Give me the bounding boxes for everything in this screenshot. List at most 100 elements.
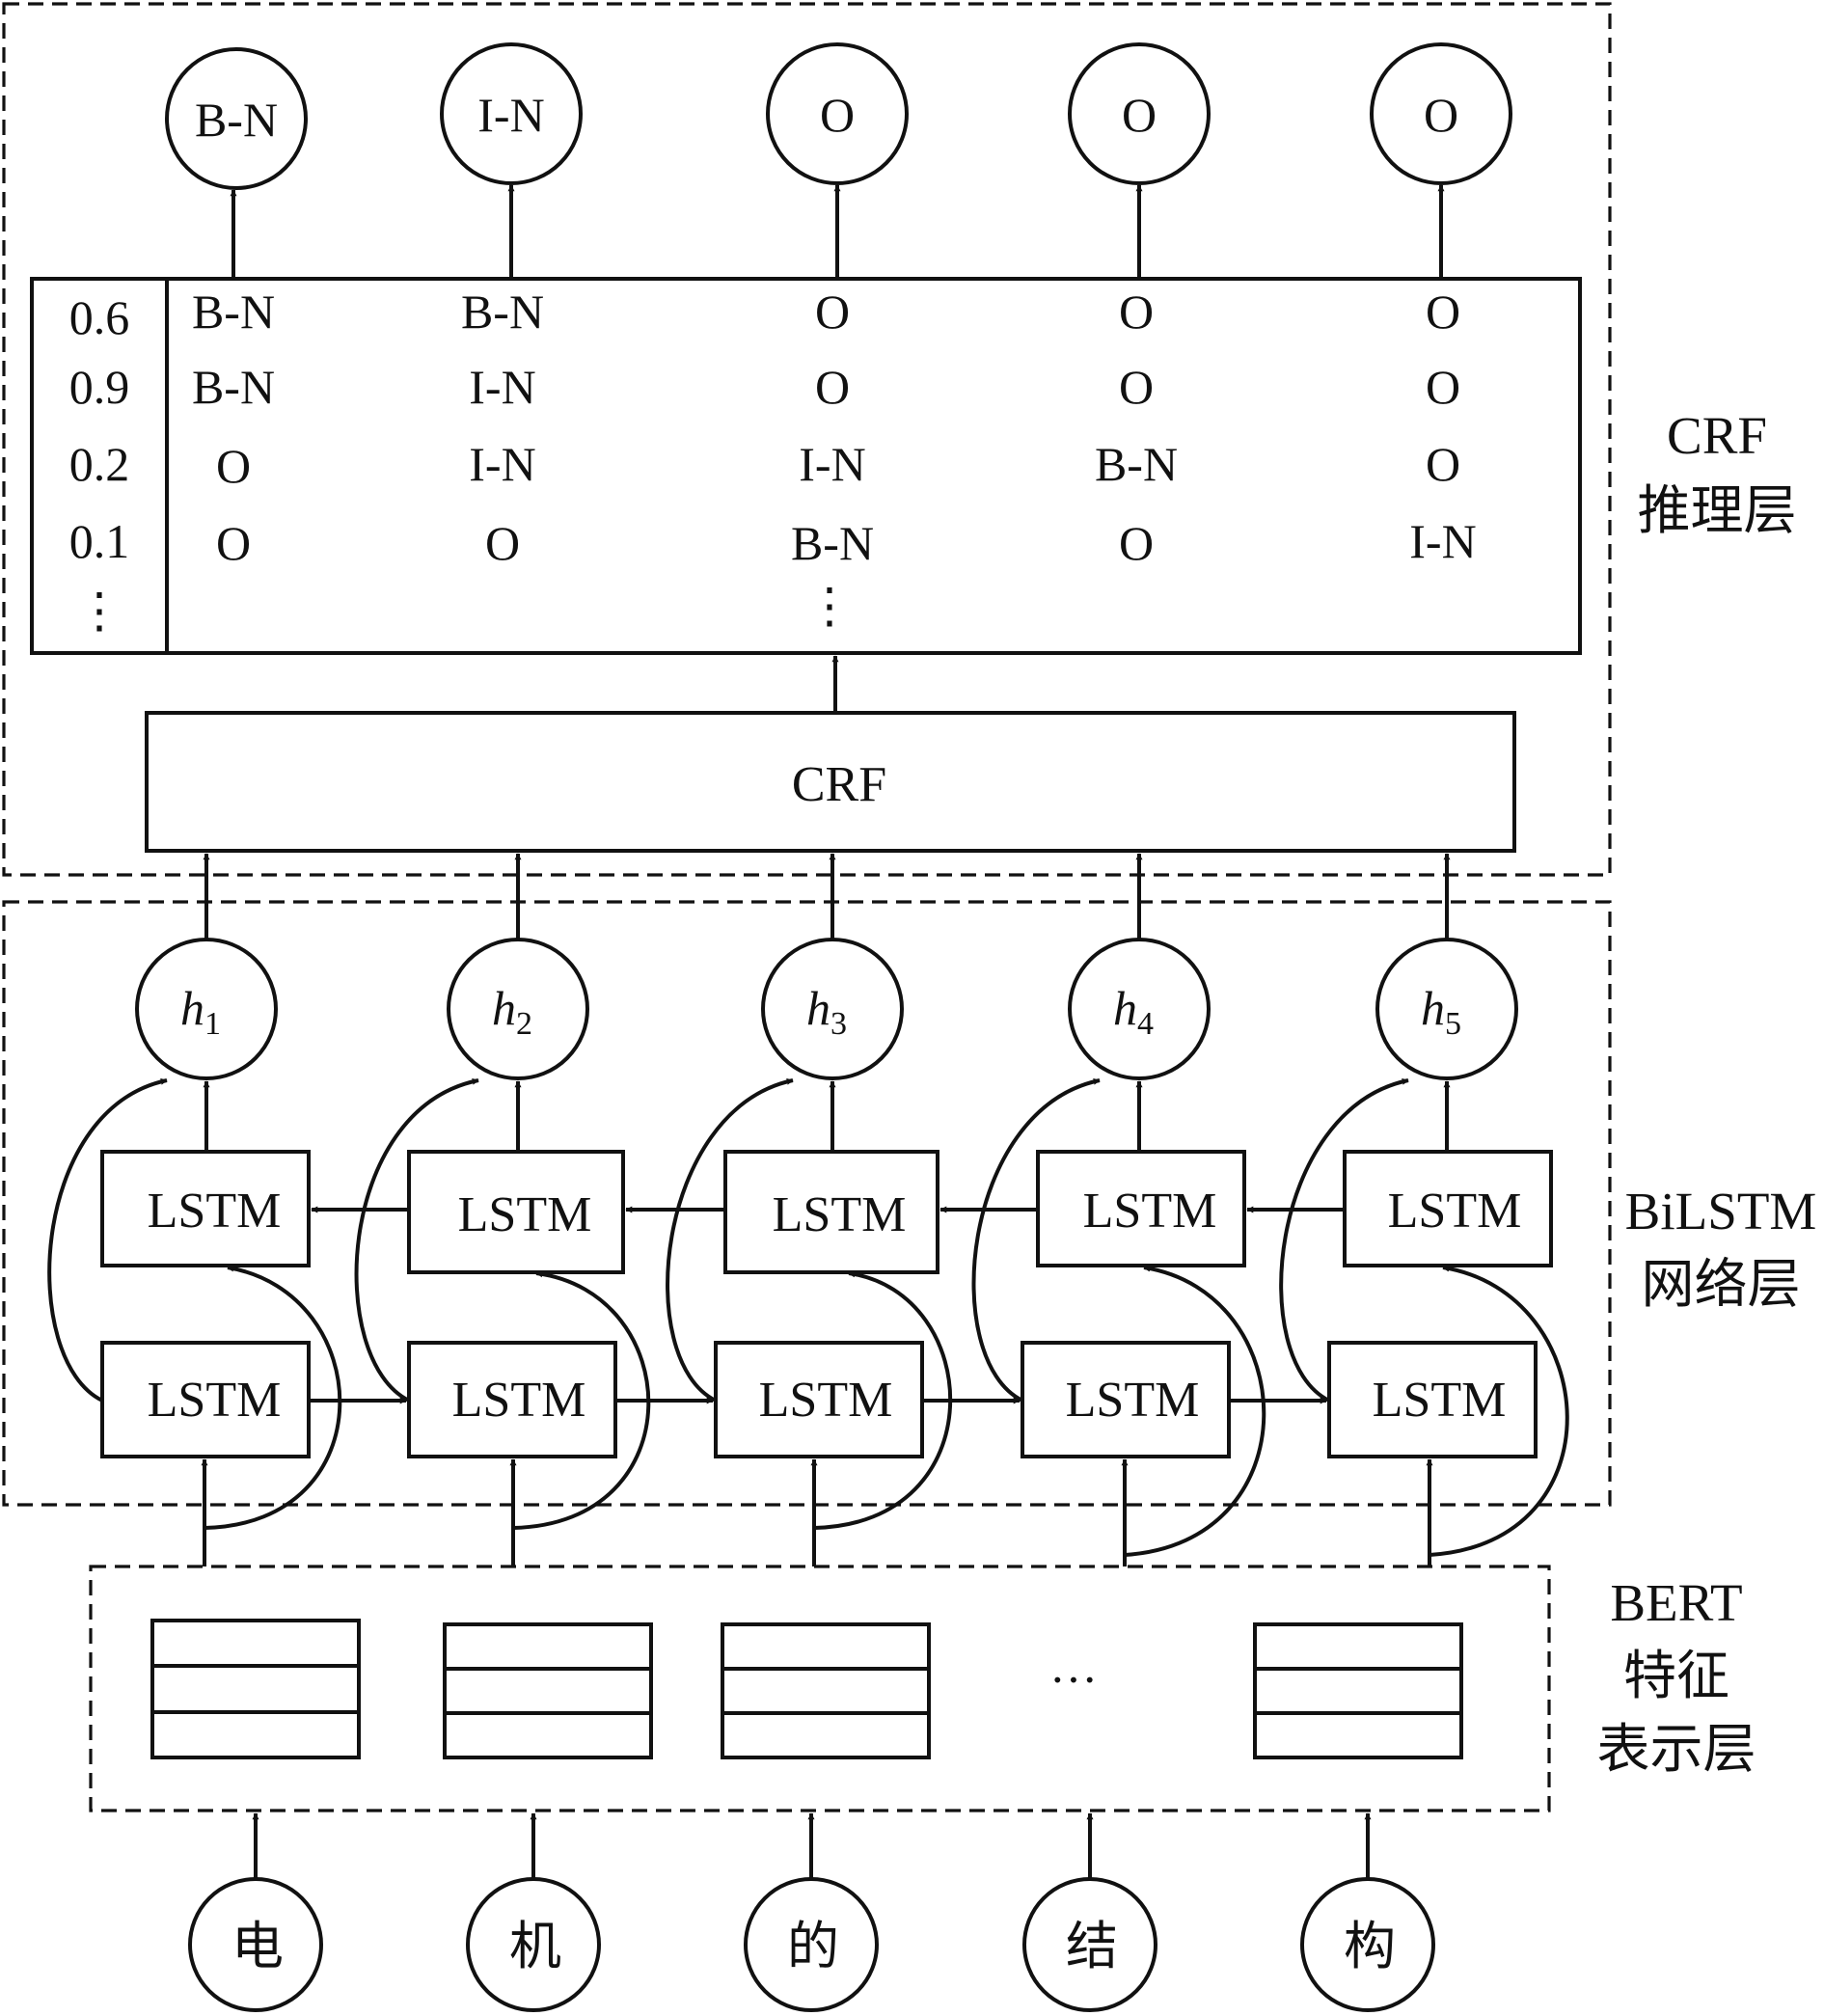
output-tag-node: [440, 42, 583, 185]
bert-vector: [443, 1622, 653, 1759]
input-to-backward-curve: [1124, 1265, 1266, 1557]
path-ellipsis: ⋮: [805, 579, 854, 633]
table-tag: B-N: [1095, 437, 1178, 491]
input-token-nodes: 电 机 的 结 构: [188, 1877, 1435, 2012]
lstm-cell-label: LSTM: [759, 1373, 893, 1428]
table-tag: O: [1119, 516, 1154, 570]
forward-to-hidden-curve: [354, 1077, 479, 1403]
hidden-state-node: [135, 938, 278, 1080]
hidden-state-nodes: h1 h2 h3 h4 h5: [135, 938, 1518, 1080]
lstm-cell-label: LSTM: [1388, 1184, 1522, 1239]
table-tag: O: [815, 285, 850, 339]
bilstm-layer-label: BiLSTM 网络层: [1625, 1182, 1817, 1314]
table-tag: O: [216, 439, 251, 493]
bert-vector: [721, 1622, 931, 1759]
backward-to-hidden-arrows: [203, 1080, 1451, 1152]
input-to-backward-curve: [512, 1270, 651, 1530]
crf-layer-region: [2, 2, 1612, 877]
crf-layer-label-line2: 推理层: [1637, 481, 1796, 540]
table-tag: I-N: [799, 437, 865, 491]
lstm-cell-label: LSTM: [1083, 1184, 1217, 1239]
bert-layer-label: BERT 特征 表示层: [1596, 1573, 1756, 1779]
lstm-cell-label: LSTM: [1066, 1373, 1200, 1428]
input-to-backward-curves: [204, 1265, 1569, 1557]
table-tag: O: [1426, 285, 1460, 339]
bert-vector: [150, 1619, 361, 1759]
table-tag: O: [1426, 437, 1460, 491]
hidden-state-node: [1068, 938, 1211, 1080]
crf-box: [145, 711, 1516, 853]
table-tag: O: [1119, 285, 1154, 339]
crf-layer-label: CRF 推理层: [1637, 406, 1796, 540]
hidden-state-label: h3: [806, 981, 847, 1042]
crf-table-frame: [30, 277, 1582, 655]
hidden-state-node: [761, 938, 904, 1080]
hidden-state-label: h4: [1113, 981, 1154, 1042]
input-token-label: 的: [787, 1916, 839, 1976]
forward-lstm-row: LSTM LSTM LSTM LSTM LSTM: [100, 1341, 1538, 1458]
bert-layer-region: [89, 1565, 1551, 1812]
input-to-backward-curve: [204, 1265, 342, 1530]
output-tag-label: B-N: [195, 93, 278, 147]
input-to-backward-curve: [813, 1270, 952, 1530]
output-arrows: [230, 184, 1445, 277]
table-tag: O: [216, 516, 251, 570]
forward-to-hidden-curve: [47, 1077, 168, 1403]
input-token-label: 电: [231, 1916, 284, 1976]
lstm-cell-label: LSTM: [773, 1187, 907, 1242]
output-tag-label: I-N: [477, 88, 544, 142]
output-tag-label: O: [1424, 88, 1458, 142]
input-feed-lines: [201, 1458, 1433, 1566]
lstm-cell-label: LSTM: [1373, 1373, 1507, 1428]
output-tag-node: [165, 47, 308, 190]
lstm-cell-label: LSTM: [148, 1373, 282, 1428]
lstm-cell-label: LSTM: [452, 1373, 586, 1428]
path-score: 0.2: [69, 437, 130, 491]
input-token-node: [744, 1877, 879, 2012]
bert-layer-label-line1: BERT: [1610, 1573, 1742, 1632]
forward-to-hidden-curve: [666, 1077, 794, 1403]
hidden-state-node: [447, 938, 589, 1080]
input-to-backward-curve: [1429, 1265, 1569, 1557]
hidden-state-label: h1: [180, 981, 221, 1042]
bert-feature-vectors: ···: [150, 1619, 1463, 1759]
hidden-state-node: [1375, 938, 1518, 1080]
forward-to-hidden-curve: [971, 1077, 1101, 1403]
bert-ellipsis: ···: [1049, 1652, 1098, 1706]
token-to-bert-arrows: [252, 1812, 1372, 1881]
table-tag: I-N: [469, 360, 535, 414]
output-tag-label: O: [820, 88, 855, 142]
table-tag: B-N: [461, 285, 544, 339]
lstm-cell-label: LSTM: [148, 1184, 282, 1239]
crf-layer-label-line1: CRF: [1667, 406, 1767, 465]
output-tag-node: [766, 42, 909, 185]
input-token-label: 结: [1066, 1916, 1118, 1976]
table-tag: I-N: [469, 437, 535, 491]
lstm-cell-label: LSTM: [458, 1187, 592, 1242]
table-tag: I-N: [1409, 514, 1476, 568]
path-score: 0.9: [69, 360, 130, 414]
bilstm-layer-label-line2: 网络层: [1641, 1255, 1800, 1314]
forward-to-hidden-curves: [47, 1077, 1409, 1403]
path-score: 0.6: [69, 290, 130, 344]
crf-candidate-table: 0.6 B-N B-N O O O 0.9 B-N I-N O O O 0.2 …: [30, 277, 1582, 655]
input-token-node: [1022, 1877, 1157, 2012]
bert-vector: [1253, 1622, 1463, 1759]
output-tag-node: [1370, 42, 1512, 185]
score-ellipsis: ⋮: [75, 584, 123, 638]
input-token-label: 机: [509, 1916, 561, 1976]
output-tag-label: O: [1122, 88, 1157, 142]
bert-layer-label-line3: 表示层: [1596, 1720, 1756, 1779]
input-token-node: [1300, 1877, 1435, 2012]
output-tag-nodes: B-N I-N O O O: [165, 42, 1512, 190]
table-tag: B-N: [192, 285, 275, 339]
input-token-node: [466, 1877, 601, 2012]
input-token-node: [188, 1877, 323, 2012]
table-tag: B-N: [192, 360, 275, 414]
bilstm-layer-region: [2, 900, 1612, 1507]
path-score: 0.1: [69, 514, 130, 568]
hidden-to-crf-arrows: [203, 853, 1451, 940]
bilstm-layer-label-line1: BiLSTM: [1625, 1182, 1817, 1240]
crf-box-label: CRF: [792, 757, 886, 812]
